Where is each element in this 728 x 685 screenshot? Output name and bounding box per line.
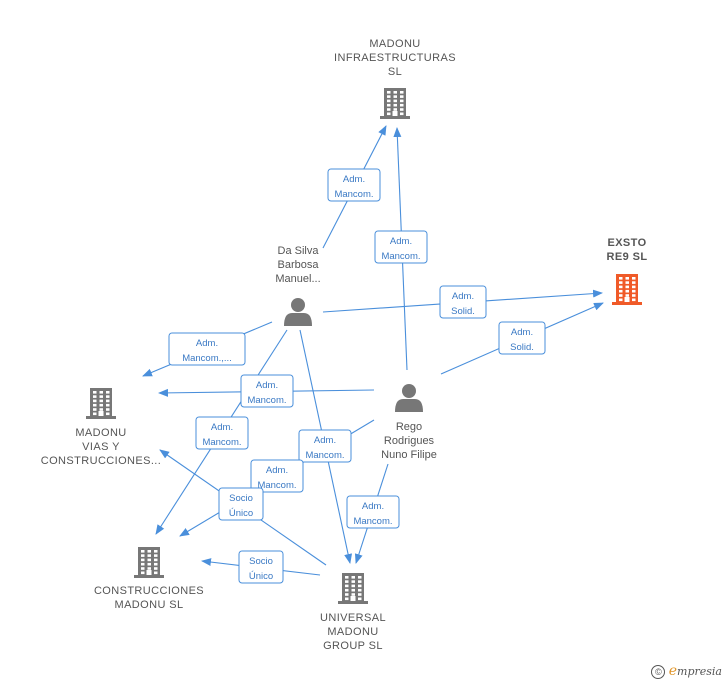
node-label-line: EXSTO <box>607 237 646 249</box>
node-madonu_vias[interactable]: MADONU VIAS Y CONSTRUCCIONES... <box>41 388 161 467</box>
node-label-line: GROUP SL <box>323 640 383 652</box>
edge-label-rego-to-universal[interactable]: Adm. Mancom. <box>346 495 400 529</box>
edge-label-line: Único <box>229 508 253 519</box>
edge-label-line: Adm. <box>343 174 365 185</box>
edge-label-da_silva-to-construcciones[interactable]: Adm. Mancom. <box>195 416 249 450</box>
edge-label-line: Mancom. <box>334 189 373 200</box>
edge-label-line: Mancom. <box>353 516 392 527</box>
edge-label-line: Adm. <box>314 435 336 446</box>
node-label-line: CONSTRUCCIONES... <box>41 455 161 467</box>
node-construcciones[interactable]: CONSTRUCCIONES MADONU SL <box>94 547 204 611</box>
building-icon <box>338 573 368 604</box>
footer-brand[interactable]: © empresia <box>651 663 722 679</box>
node-label-line: Rodrigues <box>384 435 435 447</box>
edge-label-rego-to-construcciones[interactable]: Adm. Mancom. <box>250 459 304 493</box>
node-label-line: VIAS Y <box>82 441 120 453</box>
edge-label-line: Mancom. <box>257 480 296 491</box>
edge-label-rego-to-madonu_vias[interactable]: Adm. Mancom. <box>240 374 294 408</box>
node-madonu_infra[interactable]: MADONU INFRAESTRUCTURAS SL <box>334 38 456 119</box>
node-label-line: Da Silva <box>278 245 320 257</box>
node-label-line: Nuno Filipe <box>381 449 437 461</box>
edge-label-line: Socio <box>249 556 273 567</box>
edge-label-line: Mancom. <box>247 395 286 406</box>
node-exsto[interactable]: EXSTO RE9 SL <box>607 237 648 305</box>
building-icon <box>380 88 410 119</box>
edge-label-line: Adm. <box>196 338 218 349</box>
node-da_silva[interactable]: Da SilvaBarbosaManuel... <box>275 245 321 326</box>
building-icon <box>86 388 116 419</box>
copyright-icon: © <box>651 665 666 679</box>
brand-name: mpresia <box>677 665 722 678</box>
edge-label-line: Adm. <box>511 327 533 338</box>
node-label-line: MADONU <box>75 427 126 439</box>
edge-label-line: Adm. <box>362 501 384 512</box>
building-icon <box>134 547 164 578</box>
edge-label-line: Mancom.,... <box>182 353 232 364</box>
edge-label-line: Adm. <box>211 422 233 433</box>
edge-label-da_silva-to-universal[interactable]: Adm. Mancom. <box>298 429 352 463</box>
brand-e-logo: e <box>668 663 678 679</box>
node-label-line: UNIVERSAL <box>320 612 386 624</box>
node-label-line: SL <box>388 66 402 78</box>
node-label-line: INFRAESTRUCTURAS <box>334 52 456 64</box>
edge-label-line: Único <box>249 571 273 582</box>
node-label-line: Barbosa <box>278 259 320 271</box>
edge-label-line: Mancom. <box>381 251 420 262</box>
nodes-layer: MADONU INFRAESTRUCTURAS SL EXSTO RE9 SL Da Si… <box>41 38 648 652</box>
node-label-line: Rego <box>396 421 422 433</box>
edge-label-rego-to-exsto[interactable]: Adm. Solid. <box>498 321 546 355</box>
edge-label-rego-to-madonu_infra[interactable]: Adm. Mancom. <box>374 230 428 264</box>
node-label-line: Manuel... <box>275 273 320 285</box>
node-label-line: CONSTRUCCIONES <box>94 585 204 597</box>
person-icon <box>284 298 312 326</box>
edge-label-line: Adm. <box>256 380 278 391</box>
node-universal[interactable]: UNIVERSAL MADONU GROUP SL <box>320 573 386 652</box>
edge-label-line: Socio <box>229 493 253 504</box>
edge-label-line: Adm. <box>266 465 288 476</box>
edge-label-line: Adm. <box>452 291 474 302</box>
edge-labels-layer: Adm. Mancom. Adm. Mancom. Adm. Solid. Adm. Soli… <box>168 168 546 584</box>
edge-label-da_silva-to-madonu_vias[interactable]: Adm. Mancom.,... <box>168 332 246 366</box>
node-label-line: MADONU <box>369 38 420 50</box>
edge-label-da_silva-to-madonu_infra[interactable]: Adm. Mancom. <box>327 168 381 202</box>
edge-label-da_silva-to-exsto[interactable]: Adm. Solid. <box>439 285 487 319</box>
edge-label-line: Solid. <box>451 306 475 317</box>
person-icon <box>395 384 423 412</box>
edge-label-line: Solid. <box>510 342 534 353</box>
building-icon <box>612 274 642 305</box>
edge-label-line: Mancom. <box>305 450 344 461</box>
node-label-line: MADONU <box>327 626 378 638</box>
node-label-line: MADONU SL <box>115 599 184 611</box>
node-label-line: RE9 SL <box>607 251 648 263</box>
edge-label-line: Mancom. <box>202 437 241 448</box>
edge-label-line: Adm. <box>390 236 412 247</box>
